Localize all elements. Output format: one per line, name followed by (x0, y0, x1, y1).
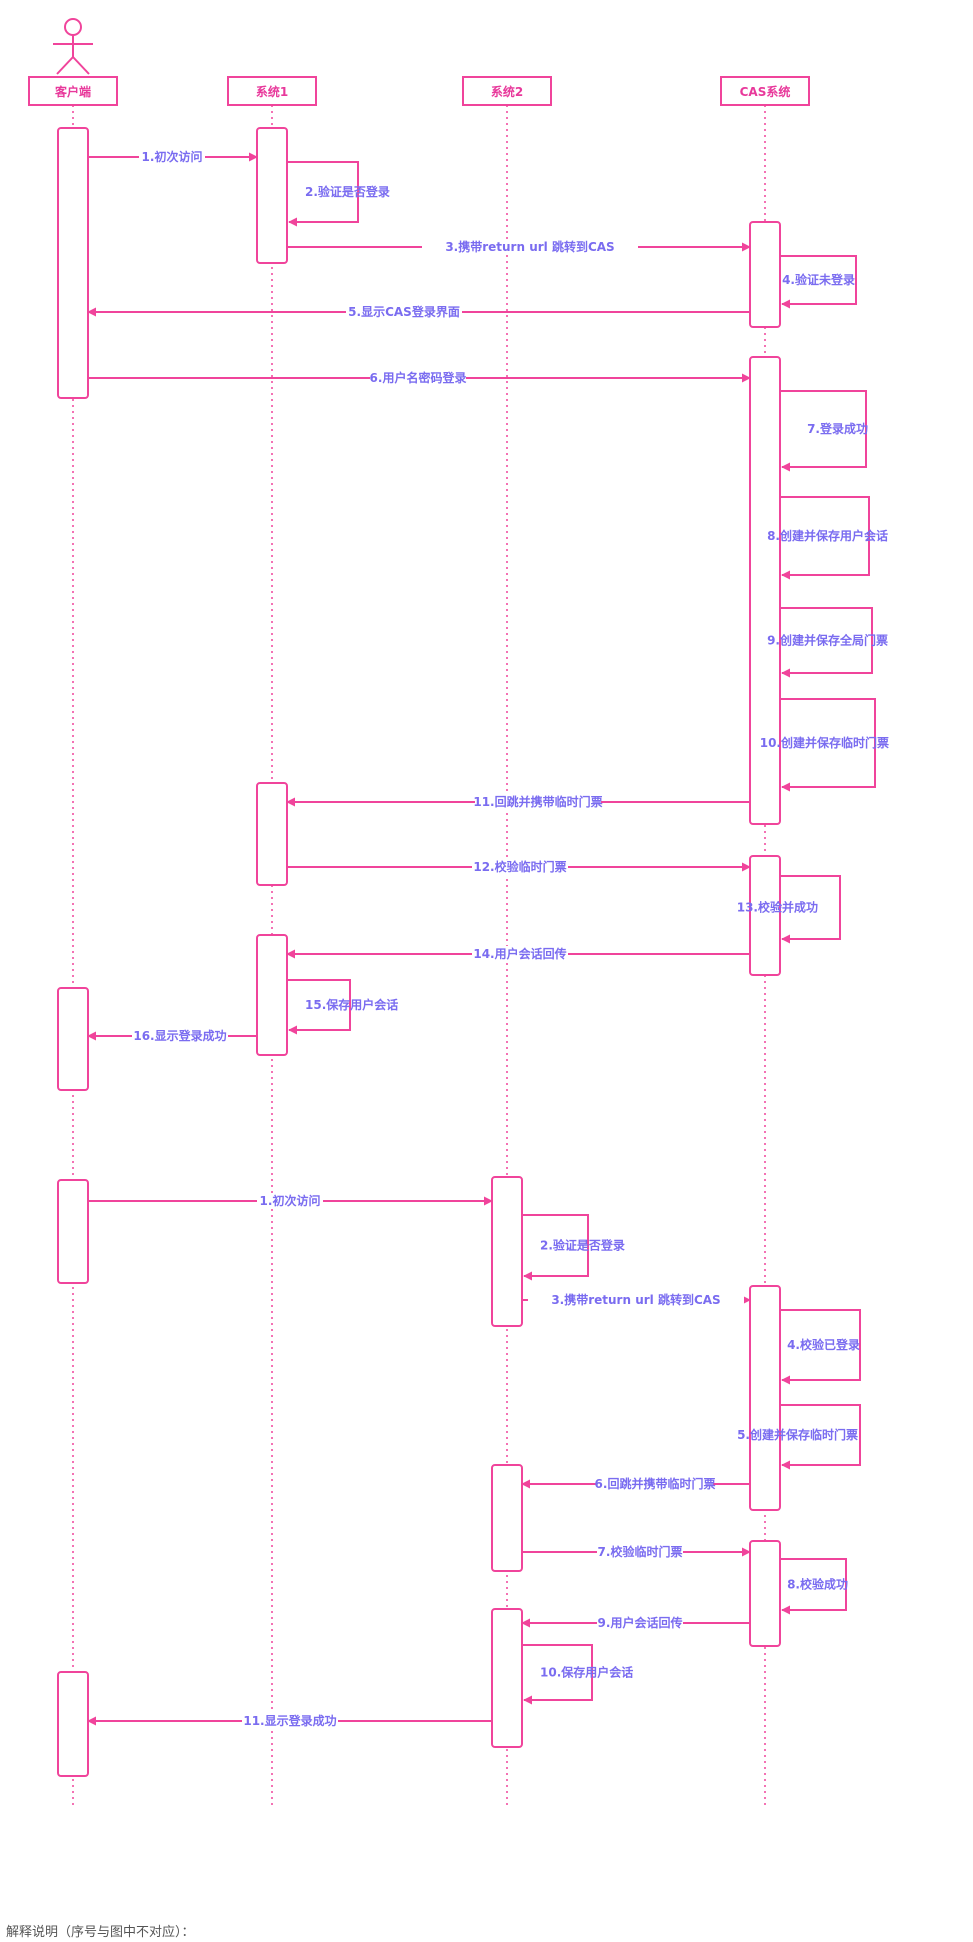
message-label: 16.显示登录成功 (133, 1028, 226, 1043)
message-8: 8.创建并保存用户会话 (767, 496, 888, 580)
message-27: 11.显示登录成功 (87, 1713, 492, 1729)
activation-bar-client (57, 1179, 89, 1284)
message-22: 6.回跳并携带临时门票 (521, 1476, 750, 1492)
self-message-arrow (780, 1404, 861, 1470)
participant-box-sys1 (227, 76, 317, 106)
message-5: 5.显示CAS登录界面 (87, 304, 750, 320)
message-1: 1.初次访问 (88, 149, 258, 165)
message-label: 10.创建并保存临时门票 (760, 735, 889, 750)
footer-note: 解释说明（序号与图中不对应）： (6, 1925, 195, 1940)
message-4: 4.验证未登录 (780, 255, 857, 309)
message-label: 6.用户名密码登录 (370, 370, 467, 385)
message-label: 8.校验成功 (787, 1577, 848, 1592)
message-label: 9.创建并保存全局门票 (767, 633, 888, 648)
activation-bar-sys2 (491, 1608, 523, 1748)
message-label: 9.用户会话回传 (598, 1615, 683, 1630)
self-message-arrow (780, 1309, 861, 1385)
self-message-arrow (522, 1214, 589, 1281)
message-20: 4.校验已登录 (780, 1309, 861, 1385)
message-18: 2.验证是否登录 (522, 1214, 625, 1281)
self-message-arrow (287, 979, 351, 1035)
message-label: 3.携带return url 跳转到CAS (445, 239, 614, 254)
message-2: 2.验证是否登录 (287, 161, 390, 227)
activation-bar-cas (749, 356, 781, 825)
message-23: 7.校验临时门票 (522, 1544, 751, 1560)
sequence-diagram: 1.初次访问 2.验证是否登录 3.携带return url 跳转到CAS 4.验证未… (28, 18, 889, 1808)
message-19: 3.携带return url 跳转到CAS (522, 1292, 751, 1308)
message-label: 8.创建并保存用户会话 (767, 528, 888, 543)
participant-box-sys2 (462, 76, 552, 106)
message-6: 6.用户名密码登录 (88, 370, 751, 386)
self-message-arrow (522, 1644, 593, 1705)
message-label: 5.创建并保存临时门票 (737, 1427, 858, 1442)
message-label: 15.保存用户会话 (305, 997, 398, 1012)
message-3: 3.携带return url 跳转到CAS (287, 239, 751, 255)
message-label: 1.初次访问 (260, 1193, 321, 1208)
message-label: 11.回跳并携带临时门票 (473, 794, 602, 809)
message-label: 3.携带return url 跳转到CAS (551, 1292, 720, 1307)
message-label: 2.验证是否登录 (540, 1238, 625, 1253)
activation-bar-cas (749, 1540, 781, 1647)
self-message-arrow (780, 607, 873, 678)
activation-bar-cas (749, 855, 781, 976)
message-21: 5.创建并保存临时门票 (737, 1404, 861, 1470)
activation-bar-sys1 (256, 127, 288, 264)
message-label: 7.登录成功 (807, 421, 868, 436)
activation-bar-client (57, 127, 89, 399)
message-label: 4.验证未登录 (782, 272, 855, 287)
message-label: 5.显示CAS登录界面 (348, 304, 460, 319)
message-7: 7.登录成功 (780, 390, 868, 472)
self-message-arrow (780, 1558, 847, 1615)
message-17: 1.初次访问 (88, 1193, 493, 1209)
participant-label-cas: CAS系统 (740, 84, 791, 99)
self-message-arrow (780, 255, 857, 309)
participant-label-sys1: 系统1 (256, 84, 288, 99)
message-label: 14.用户会话回传 (473, 946, 566, 961)
message-9: 9.创建并保存全局门票 (767, 607, 888, 678)
message-label: 12.校验临时门票 (473, 859, 566, 874)
message-25: 9.用户会话回传 (521, 1615, 750, 1631)
activation-bar-client (57, 1671, 89, 1777)
message-label: 2.验证是否登录 (305, 184, 390, 199)
message-label: 11.显示登录成功 (243, 1713, 336, 1728)
participant-box-client (28, 76, 118, 106)
message-label: 6.回跳并携带临时门票 (595, 1476, 716, 1491)
message-15: 15.保存用户会话 (287, 979, 398, 1035)
message-11: 11.回跳并携带临时门票 (286, 794, 750, 810)
actor-icon (53, 18, 93, 75)
message-16: 16.显示登录成功 (87, 1028, 257, 1044)
participant-label-client: 客户端 (54, 84, 91, 99)
message-label: 1.初次访问 (142, 149, 203, 164)
message-24: 8.校验成功 (780, 1558, 848, 1615)
message-label: 10.保存用户会话 (540, 1665, 633, 1680)
message-26: 10.保存用户会话 (522, 1644, 633, 1705)
activation-bar-cas (749, 1285, 781, 1511)
message-label: 7.校验临时门票 (598, 1544, 683, 1559)
message-12: 12.校验临时门票 (287, 859, 751, 875)
message-14: 14.用户会话回传 (286, 946, 750, 962)
participant-box-cas (720, 76, 810, 106)
self-message-arrow (780, 698, 876, 792)
participant-label-sys2: 系统2 (491, 84, 523, 99)
message-label: 4.校验已登录 (787, 1337, 860, 1352)
self-message-arrow (780, 875, 841, 944)
activation-bar-cas (749, 221, 781, 328)
message-label: 13.校验并成功 (737, 900, 818, 915)
activation-bar-client (57, 987, 89, 1091)
self-message-arrow (780, 496, 870, 580)
activation-bar-sys2 (491, 1464, 523, 1572)
activation-bar-sys1 (256, 934, 288, 1056)
self-message-arrow (287, 161, 359, 227)
message-13: 13.校验并成功 (737, 875, 841, 944)
activation-bar-sys1 (256, 782, 288, 886)
message-10: 10.创建并保存临时门票 (760, 698, 889, 792)
self-message-arrow (780, 390, 867, 472)
activation-bar-sys2 (491, 1176, 523, 1327)
